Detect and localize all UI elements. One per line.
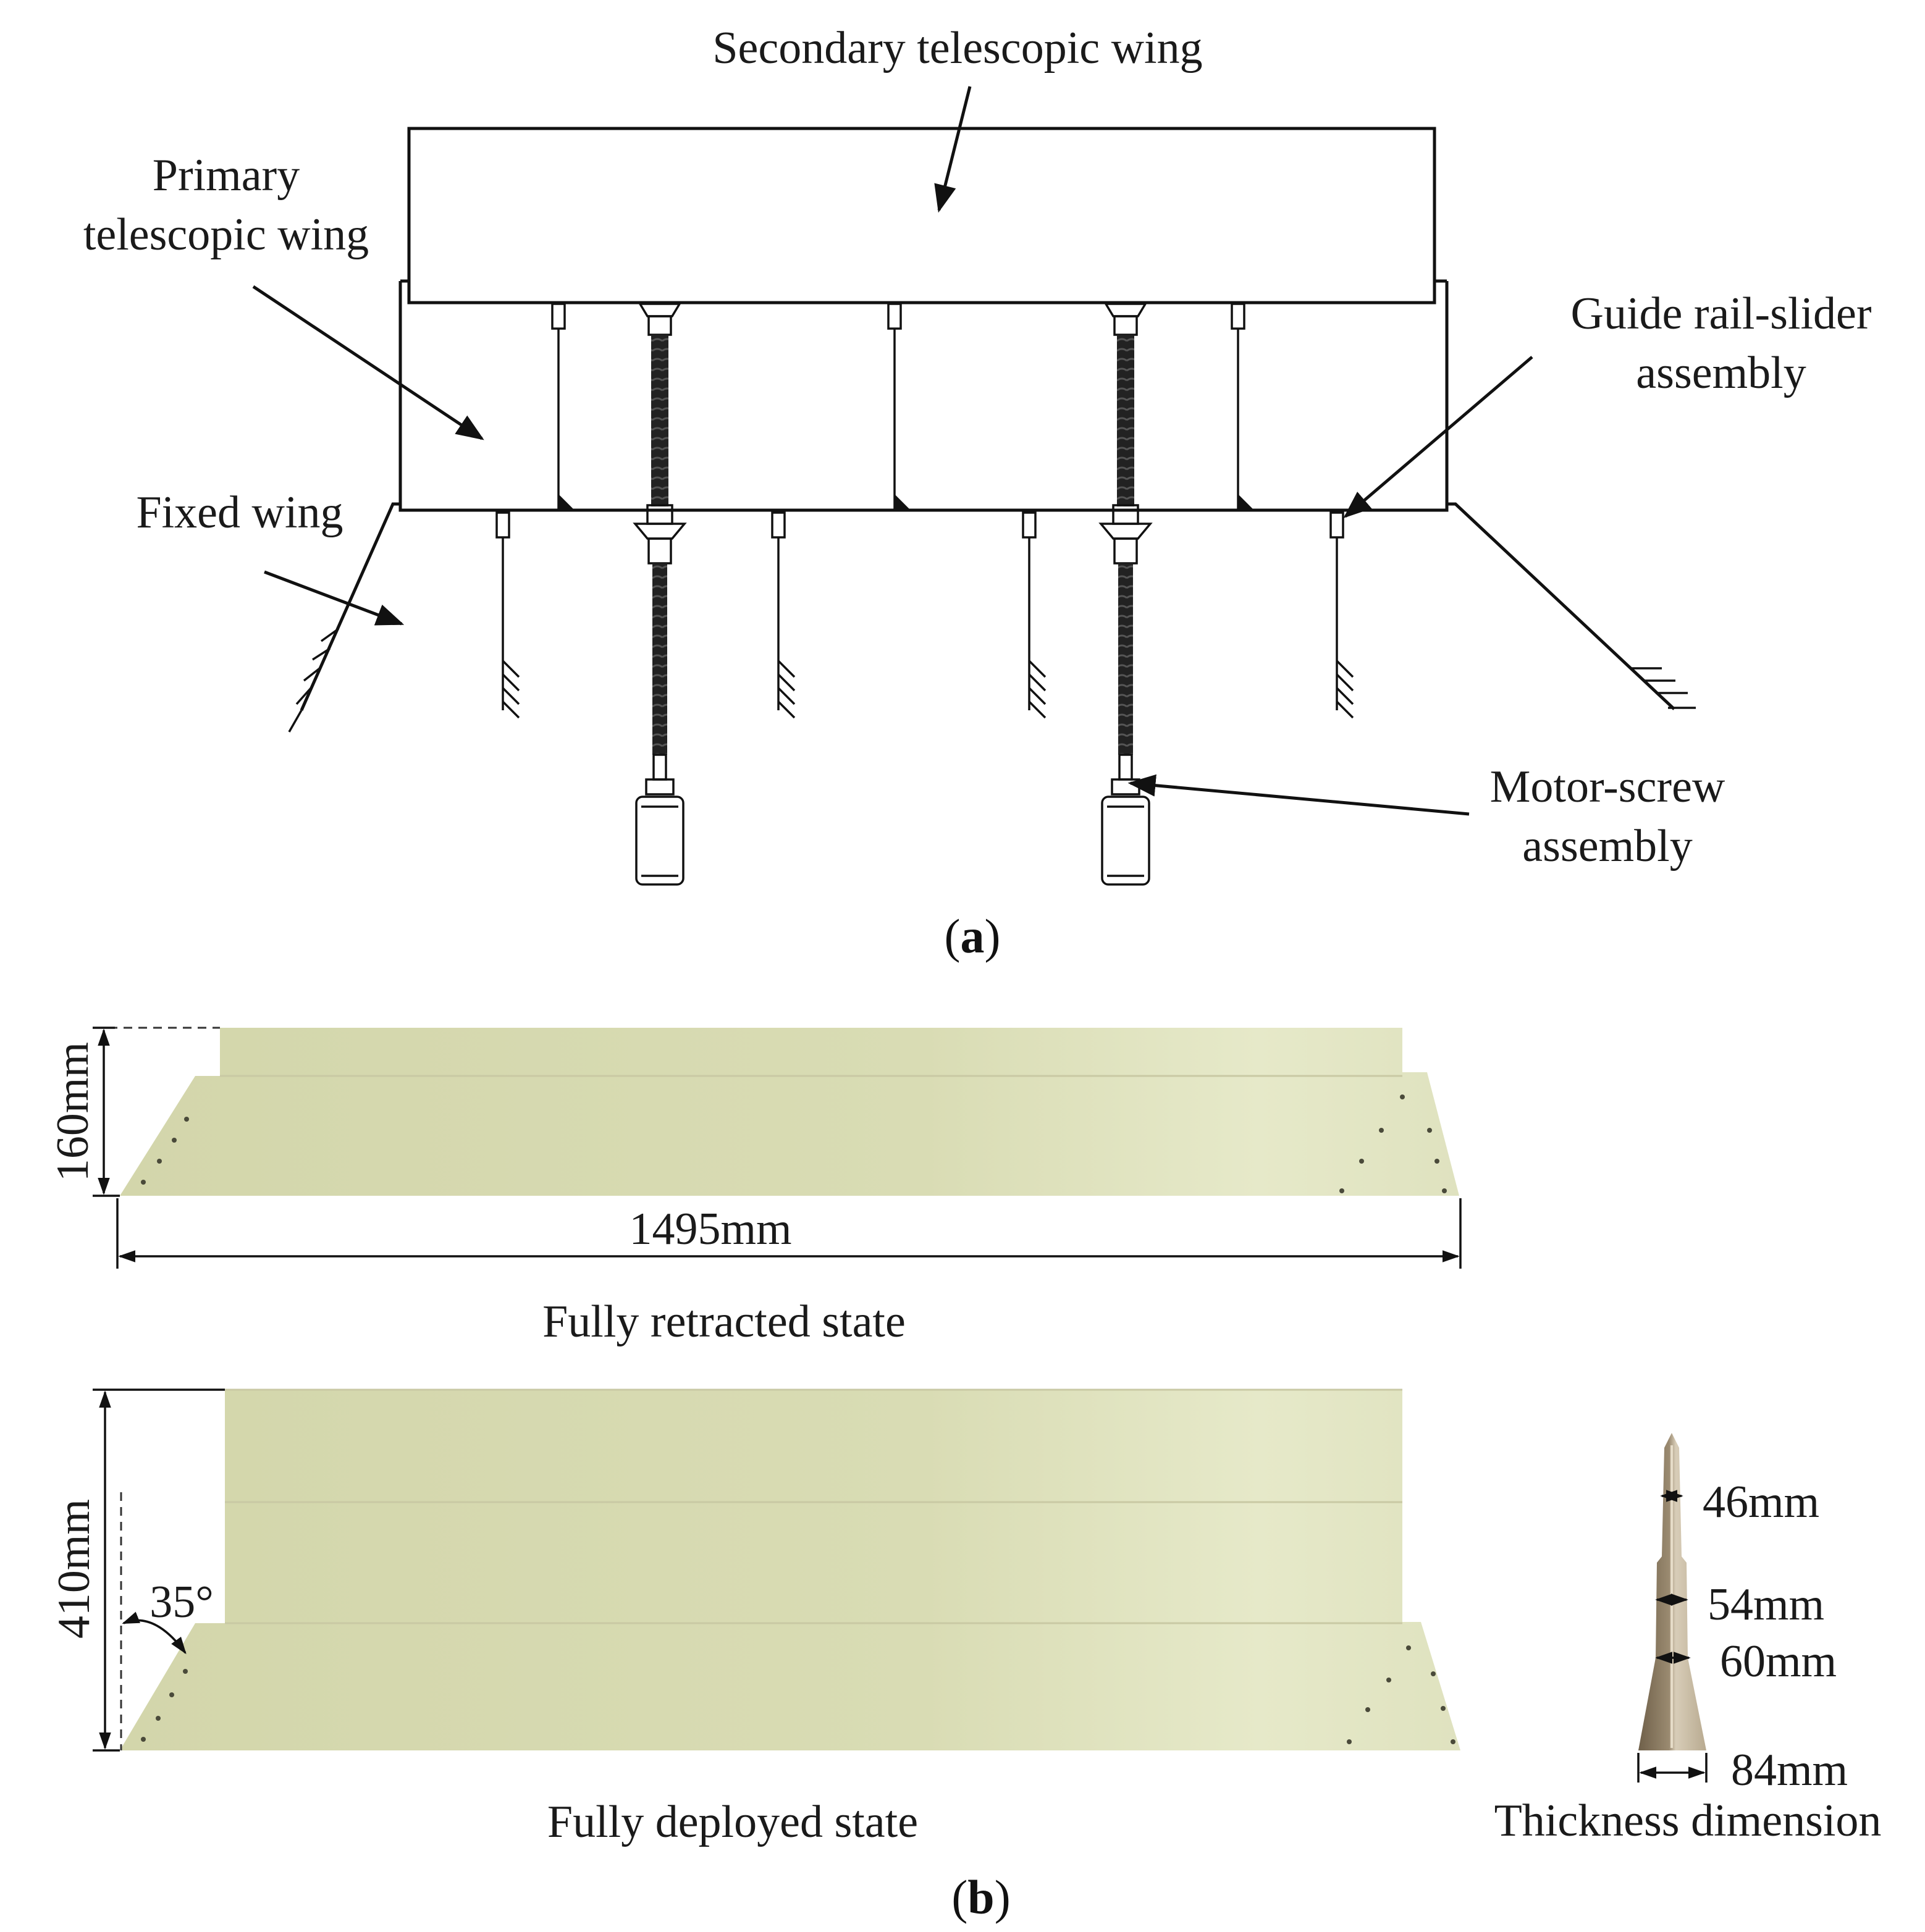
thickness-label-84: 84mm	[1731, 1745, 1848, 1796]
arrow-fixed-wing	[264, 570, 405, 626]
thickness-label-46: 46mm	[1703, 1477, 1819, 1527]
guide-rail-slider	[1022, 511, 1047, 719]
guide-rail-slider	[1231, 303, 1254, 510]
panel-b: 160mm 1495mm Fully retracted state	[48, 1027, 1882, 1924]
retracted-width-label: 1495mm	[629, 1204, 791, 1254]
deployed-angle-label: 35°	[150, 1577, 214, 1628]
retracted-rivets	[141, 1094, 1447, 1193]
upper-guide-rails	[551, 303, 1254, 510]
guide-rail-slider	[771, 511, 796, 719]
thickness-profile: 46mm 54mm 60mm 84mm Thickness dimension	[1494, 1433, 1882, 1846]
label-primary-wing-line1: Primary	[153, 150, 300, 201]
retracted-state-label: Fully retracted state	[542, 1296, 906, 1347]
label-guide-rail-line1: Guide rail-slider	[1571, 288, 1872, 339]
deployed-rivets	[141, 1645, 1455, 1744]
motor-screw-left	[633, 303, 687, 886]
thickness-title: Thickness dimension	[1494, 1796, 1882, 1846]
guide-rail-slider	[495, 511, 520, 719]
label-primary-wing-line2: telescopic wing	[83, 209, 369, 260]
arrow-motor-screw	[1127, 774, 1470, 816]
arrow-primary-wing	[252, 285, 484, 440]
retracted-height-label: 160mm	[48, 1042, 98, 1182]
fixed-wing-right-support	[1447, 502, 1696, 710]
lower-guide-rails	[495, 511, 1354, 719]
deployed-wing-shape	[120, 1390, 1460, 1750]
guide-rail-slider	[1329, 511, 1354, 719]
label-fixed-wing: Fixed wing	[136, 487, 343, 538]
thickness-label-54: 54mm	[1708, 1579, 1824, 1630]
retracted-wing-shape	[120, 1028, 1459, 1196]
label-secondary-wing: Secondary telescopic wing	[712, 23, 1202, 74]
deployed-state-label: Fully deployed state	[547, 1797, 918, 1847]
thickness-label-60: 60mm	[1720, 1636, 1837, 1687]
primary-wing-box	[398, 281, 1449, 512]
guide-rail-slider	[551, 303, 575, 510]
caption-a: (a)	[945, 909, 1001, 963]
arrow-guide-rail	[1343, 356, 1533, 518]
panel-a: Secondary telescopic wing Primary telesc…	[83, 23, 1872, 963]
deployed-wing: 410mm 35° Fully deployed state	[49, 1388, 1460, 1847]
guide-rail-slider	[887, 303, 911, 510]
caption-b: (b)	[951, 1870, 1010, 1924]
label-guide-rail-line2: assembly	[1636, 348, 1806, 398]
retracted-wing: 160mm 1495mm Fully retracted state	[48, 1027, 1462, 1347]
secondary-wing-box	[407, 127, 1436, 304]
arrow-secondary-wing	[934, 86, 972, 213]
label-motor-screw-line2: assembly	[1522, 821, 1692, 872]
fixed-wing-left-support	[288, 502, 400, 733]
deployed-height-label: 410mm	[49, 1499, 99, 1639]
motor-screw-right	[1098, 303, 1153, 886]
label-motor-screw-line1: Motor-screw	[1490, 762, 1725, 812]
